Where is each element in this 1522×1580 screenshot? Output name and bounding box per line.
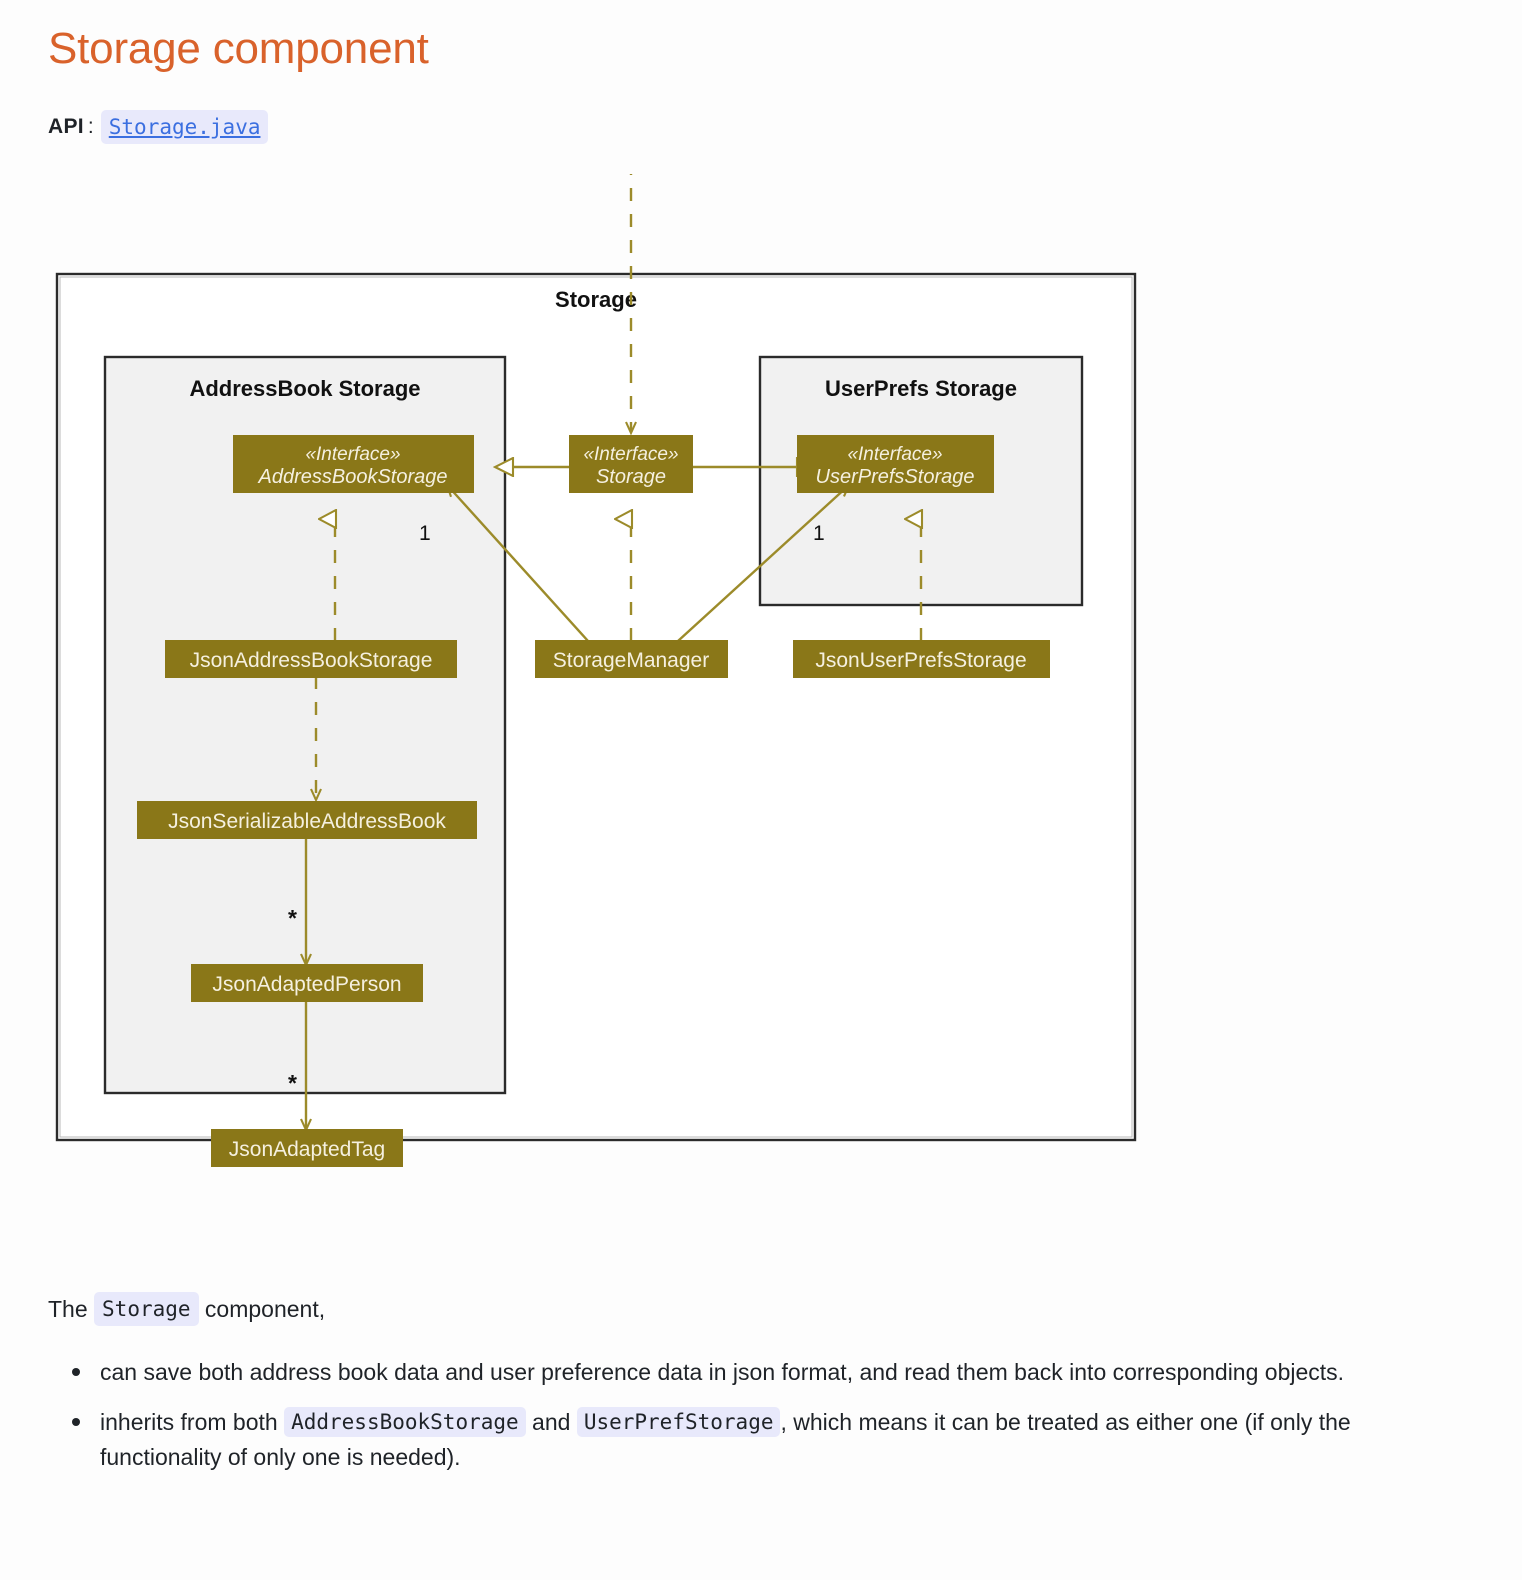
page-title: Storage component bbox=[48, 24, 429, 73]
node-storage: «Interface» Storage bbox=[569, 434, 693, 493]
svg-text:JsonAdaptedPerson: JsonAdaptedPerson bbox=[212, 973, 401, 996]
storage-class-diagram: Storage AddressBook Storage UserPrefs St… bbox=[48, 173, 1144, 1244]
uml-diagram-svg: Storage AddressBook Storage UserPrefs St… bbox=[55, 173, 1137, 1167]
svg-text:«Interface»: «Interface» bbox=[305, 444, 400, 465]
intro-paragraph: The Storage component, bbox=[48, 1292, 1478, 1327]
list-item: can save both address book data and user… bbox=[72, 1355, 1478, 1390]
svg-text:«Interface»: «Interface» bbox=[583, 444, 678, 465]
intro-prefix: The bbox=[48, 1296, 95, 1322]
svg-text:«Interface»: «Interface» bbox=[847, 444, 942, 465]
diagram-outer-frame-title: Storage bbox=[555, 287, 637, 312]
bullet-text: and bbox=[525, 1409, 577, 1436]
svg-text:JsonAddressBookStorage: JsonAddressBookStorage bbox=[190, 649, 433, 672]
svg-text:JsonAdaptedTag: JsonAdaptedTag bbox=[229, 1138, 385, 1161]
node-jsonadaptedtag: JsonAdaptedTag bbox=[211, 1128, 403, 1167]
package-addressbook-storage-title: AddressBook Storage bbox=[189, 376, 420, 401]
api-label: API bbox=[48, 115, 84, 139]
code-addressbookstorage: AddressBookStorage bbox=[284, 1407, 526, 1438]
list-item: inherits from both AddressBookStorage an… bbox=[72, 1405, 1478, 1475]
node-jsonadaptedperson: JsonAdaptedPerson bbox=[191, 963, 423, 1002]
multiplicity-addressbookstorage: 1 bbox=[419, 522, 431, 545]
svg-text:UserPrefsStorage: UserPrefsStorage bbox=[816, 466, 975, 488]
node-userprefsstorage: «Interface» UserPrefsStorage bbox=[797, 434, 994, 493]
svg-text:StorageManager: StorageManager bbox=[553, 649, 709, 672]
relation-storagemanager-to-addressbookstorage-assoc bbox=[448, 486, 589, 642]
package-userprefs-storage-title: UserPrefs Storage bbox=[825, 376, 1017, 401]
code-userprefstorage: UserPrefStorage bbox=[576, 1407, 781, 1438]
node-addressbookstorage: «Interface» AddressBookStorage bbox=[233, 434, 474, 493]
node-jsonuserprefsstorage: JsonUserPrefsStorage bbox=[793, 639, 1050, 678]
svg-text:AddressBookStorage: AddressBookStorage bbox=[257, 466, 447, 488]
storage-description: The Storage component, can save both add… bbox=[48, 1292, 1478, 1491]
api-storage-java-link[interactable]: Storage.java bbox=[100, 109, 269, 144]
storage-feature-list: can save both address book data and user… bbox=[48, 1355, 1478, 1476]
node-storagemanager: StorageManager bbox=[535, 639, 728, 678]
api-separator: : bbox=[87, 115, 94, 139]
intro-code-storage: Storage bbox=[94, 1292, 199, 1327]
relation-storagemanager-to-userprefsstorage-assoc bbox=[677, 486, 848, 642]
svg-text:Storage: Storage bbox=[596, 466, 666, 488]
svg-text:JsonUserPrefsStorage: JsonUserPrefsStorage bbox=[815, 649, 1026, 672]
node-jsonserializableaddressbook: JsonSerializableAddressBook bbox=[137, 800, 477, 839]
multiplicity-jsonadaptedtag: * bbox=[288, 1070, 297, 1096]
bullet-text: , which means it can be treated as eithe… bbox=[100, 1409, 1351, 1471]
intro-suffix: component, bbox=[198, 1296, 326, 1322]
multiplicity-userprefsstorage: 1 bbox=[813, 522, 825, 545]
bullet-text: can save both address book data and user… bbox=[100, 1358, 1345, 1385]
bullet-text: inherits from both bbox=[100, 1409, 285, 1436]
svg-text:JsonSerializableAddressBook: JsonSerializableAddressBook bbox=[168, 810, 446, 833]
multiplicity-jsonadaptedperson: * bbox=[288, 905, 297, 931]
node-jsonaddressbookstorage: JsonAddressBookStorage bbox=[165, 639, 457, 678]
api-reference-line: API : Storage.java bbox=[48, 109, 1474, 144]
